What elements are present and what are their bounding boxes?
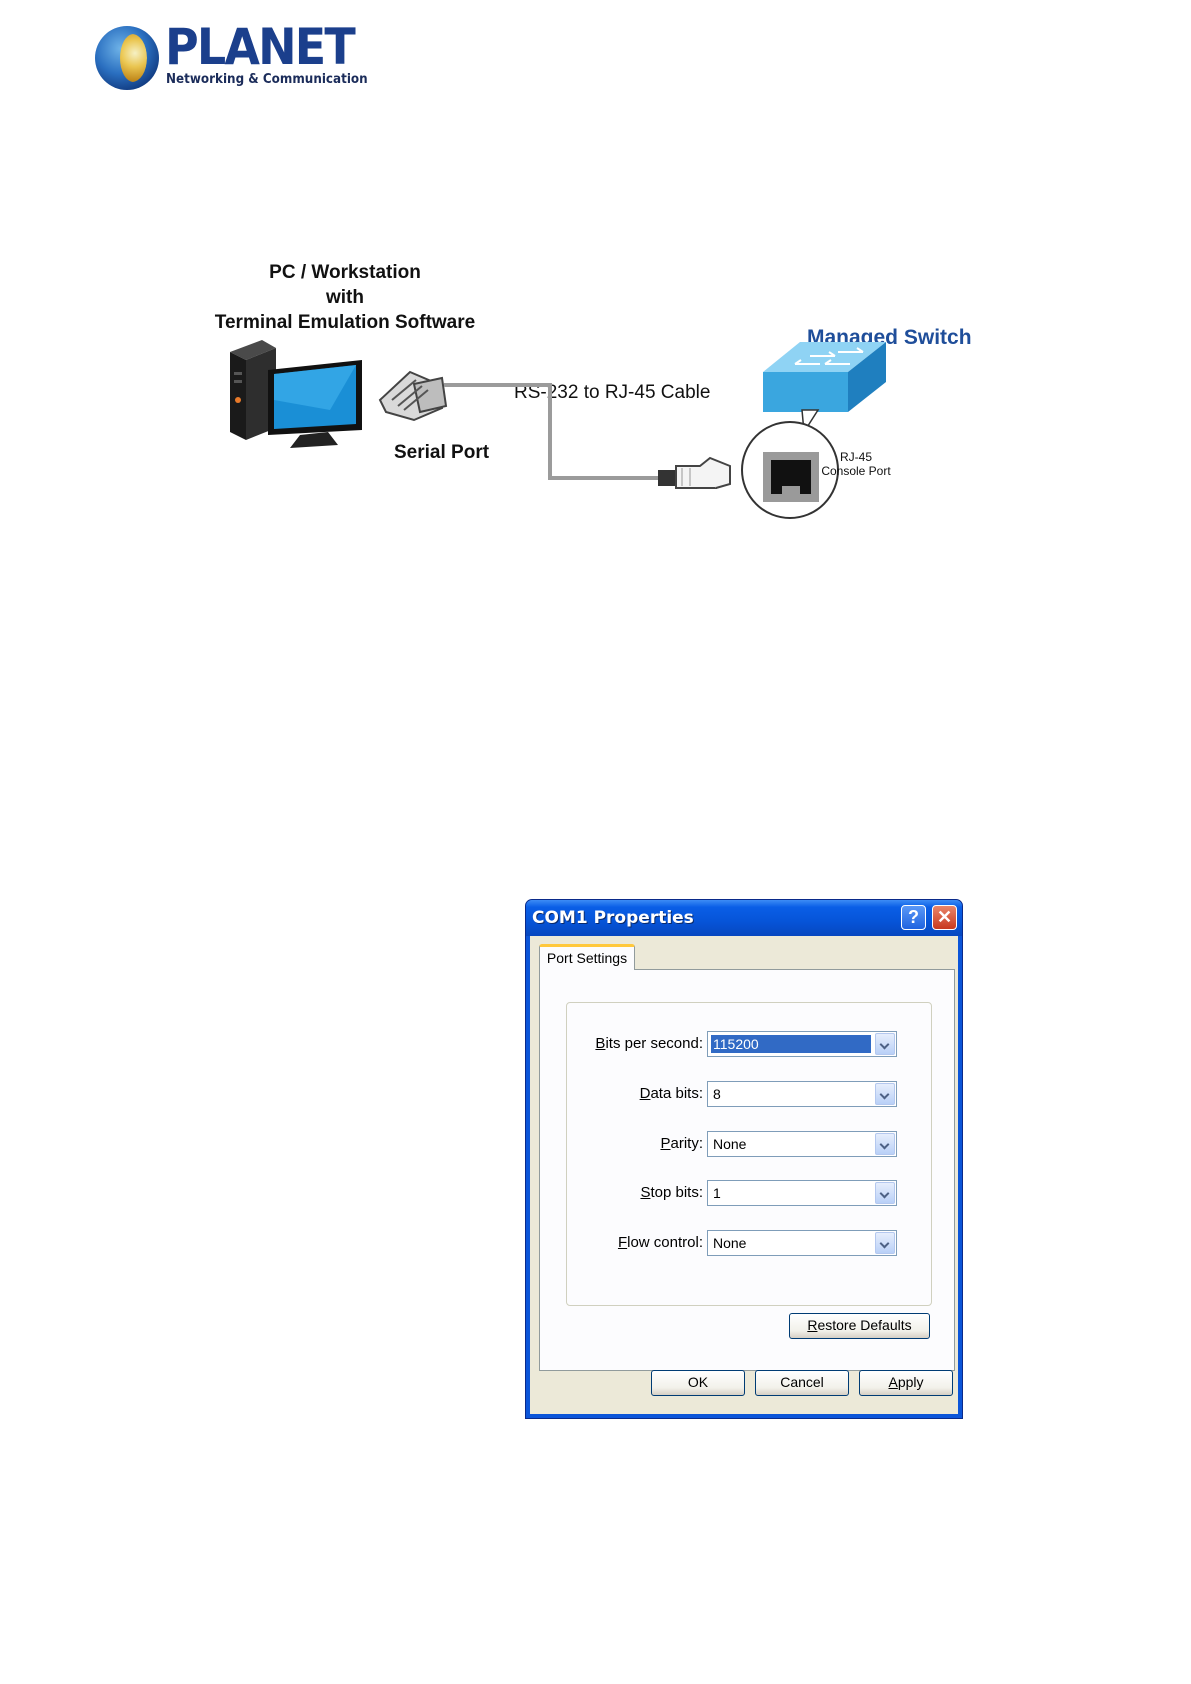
- pc-title-line-2: with: [326, 287, 364, 308]
- parity-select[interactable]: None: [707, 1131, 897, 1157]
- help-button[interactable]: ?: [901, 905, 926, 930]
- ok-button[interactable]: OK: [651, 1370, 745, 1396]
- console-port-line-2: Console Port: [821, 464, 891, 478]
- close-icon: ✕: [936, 907, 953, 927]
- diagram-artwork: [230, 340, 886, 519]
- com1-properties-dialog: COM1 Properties ? ✕ Port Settings Bits p…: [525, 899, 963, 1419]
- apply-button[interactable]: Apply: [859, 1370, 953, 1396]
- data-bits-label: Data bits:: [639, 1085, 703, 1102]
- dialog-client-area: Port Settings Bits per second: 115200 Da…: [530, 936, 958, 1414]
- flow-control-row: Flow control: None: [567, 1230, 933, 1256]
- port-settings-group: Bits per second: 115200 Data bits: 8 Par…: [566, 1002, 932, 1306]
- logo-tagline: Networking & Communication: [166, 72, 368, 87]
- data-bits-select[interactable]: 8: [707, 1081, 897, 1107]
- port-settings-panel: Bits per second: 115200 Data bits: 8 Par…: [539, 969, 955, 1371]
- stop-bits-value: 1: [713, 1185, 721, 1201]
- bits-per-second-value: 115200: [710, 1034, 872, 1054]
- console-port-callout: [741, 421, 839, 519]
- serial-connector-icon: [378, 370, 448, 422]
- planet-swoosh-icon: [120, 34, 147, 82]
- dialog-title: COM1 Properties: [532, 908, 694, 928]
- pc-title-line-1: PC / Workstation: [269, 262, 421, 283]
- tab-port-settings[interactable]: Port Settings: [539, 944, 635, 970]
- data-bits-row: Data bits: 8: [567, 1081, 933, 1107]
- flow-control-select[interactable]: None: [707, 1230, 897, 1256]
- cancel-button[interactable]: Cancel: [755, 1370, 849, 1396]
- parity-label: Parity:: [660, 1135, 703, 1152]
- rs232-cable-line: [444, 383, 680, 480]
- dialog-titlebar[interactable]: COM1 Properties ? ✕: [526, 900, 962, 936]
- data-bits-value: 8: [713, 1086, 721, 1102]
- managed-switch-icon: [763, 342, 886, 435]
- restore-defaults-button[interactable]: Restore Defaults: [789, 1313, 930, 1339]
- logo-wordmark: PLANET: [165, 18, 356, 76]
- bits-per-second-label: Bits per second:: [595, 1035, 703, 1052]
- stop-bits-select[interactable]: 1: [707, 1180, 897, 1206]
- monitor-icon: [268, 360, 362, 448]
- stop-bits-row: Stop bits: 1: [567, 1180, 933, 1206]
- rj45-plug-icon: [658, 456, 731, 489]
- chevron-down-icon[interactable]: [875, 1232, 895, 1254]
- serial-port-label: Serial Port: [394, 442, 490, 463]
- pc-workstation-label: PC / Workstation with Terminal Emulation…: [210, 260, 480, 335]
- chevron-down-icon[interactable]: [875, 1033, 895, 1055]
- console-port-label: RJ-45 Console Port: [803, 450, 909, 478]
- chevron-down-icon[interactable]: [875, 1182, 895, 1204]
- parity-value: None: [713, 1136, 747, 1152]
- planet-logo: PLANET Networking & Communication: [95, 18, 368, 94]
- help-icon: ?: [908, 907, 919, 927]
- parity-row: Parity: None: [567, 1131, 933, 1157]
- chevron-down-icon[interactable]: [875, 1083, 895, 1105]
- cable-label: RS-232 to RJ-45 Cable: [514, 382, 711, 403]
- bits-per-second-row: Bits per second: 115200: [567, 1031, 933, 1057]
- pc-title-line-3: Terminal Emulation Software: [214, 312, 476, 333]
- close-button[interactable]: ✕: [932, 905, 957, 930]
- stop-bits-label: Stop bits:: [640, 1184, 703, 1201]
- connection-diagram: PC / Workstation with Terminal Emulation…: [210, 260, 980, 560]
- flow-control-value: None: [713, 1235, 747, 1251]
- chevron-down-icon[interactable]: [875, 1133, 895, 1155]
- console-port-line-1: RJ-45: [839, 450, 872, 464]
- bits-per-second-select[interactable]: 115200: [707, 1031, 897, 1057]
- flow-control-label: Flow control:: [617, 1234, 703, 1251]
